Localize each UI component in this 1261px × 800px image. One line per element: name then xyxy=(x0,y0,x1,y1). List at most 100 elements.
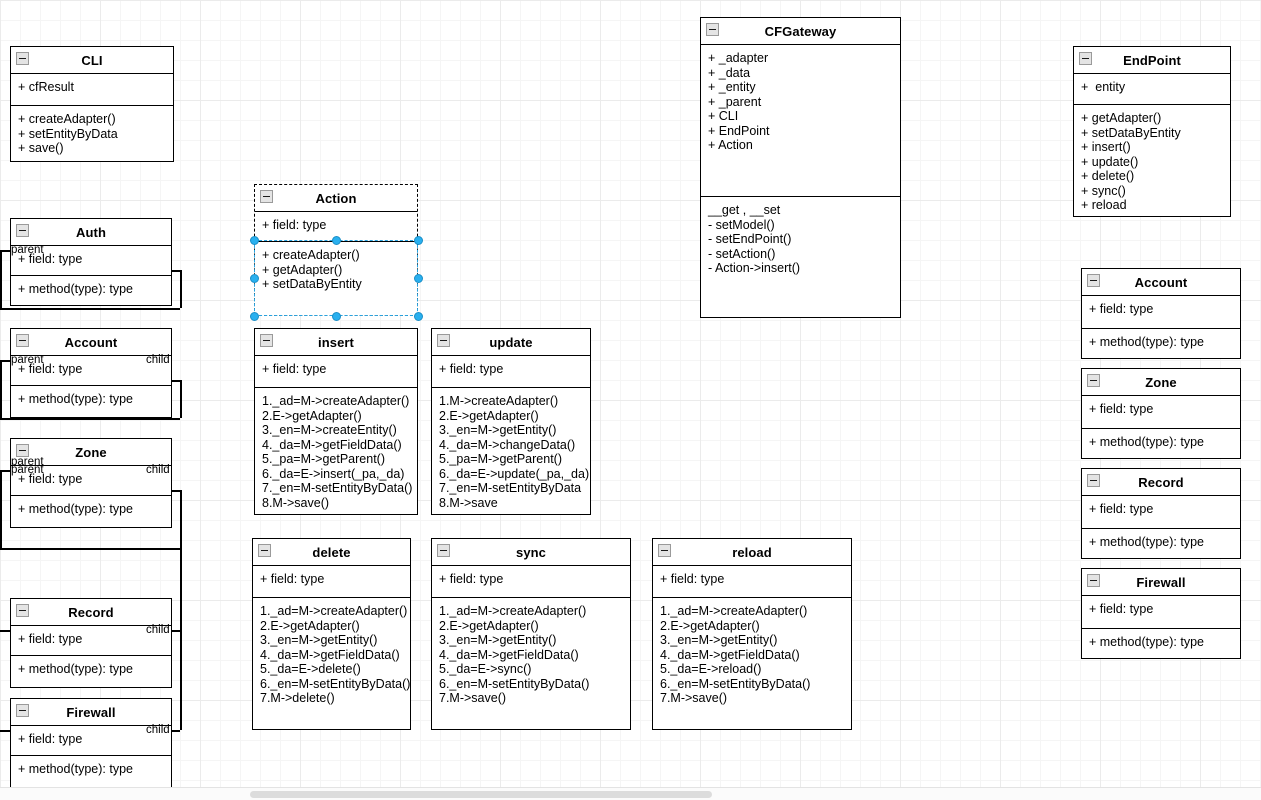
methods-compartment[interactable]: + createAdapter()+ getAdapter()+ setData… xyxy=(255,242,417,298)
collapse-icon[interactable] xyxy=(16,224,29,237)
attributes-compartment[interactable]: + field: type xyxy=(11,356,171,386)
attributes-compartment[interactable]: + cfResult xyxy=(11,74,173,106)
collapse-icon[interactable] xyxy=(706,23,719,36)
association-connector[interactable] xyxy=(180,630,182,730)
methods-compartment[interactable]: 1._ad=M->createAdapter()2.E->getAdapter(… xyxy=(653,598,851,712)
uml-class-auth[interactable]: Auth+ field: type+ method(type): type xyxy=(10,218,172,306)
attributes-compartment[interactable]: + field: type xyxy=(1082,296,1240,329)
attributes-compartment[interactable]: + field: type xyxy=(1082,596,1240,629)
methods-compartment[interactable]: __get , __set- setModel()- setEndPoint()… xyxy=(701,197,900,282)
method-line: 3._en=M->getEntity() xyxy=(439,423,557,437)
collapse-icon[interactable] xyxy=(437,544,450,557)
association-connector[interactable] xyxy=(180,380,182,418)
resize-handle[interactable] xyxy=(249,273,259,283)
attributes-compartment[interactable]: + _adapter+ _data+ _entity+ _parent+ CLI… xyxy=(701,45,900,197)
attributes-compartment[interactable]: + field: type xyxy=(255,356,417,388)
resize-handle[interactable] xyxy=(413,311,423,321)
collapse-icon[interactable] xyxy=(16,334,29,347)
collapse-icon[interactable] xyxy=(437,334,450,347)
attributes-compartment[interactable]: + field: type xyxy=(11,726,171,756)
collapse-icon[interactable] xyxy=(16,604,29,617)
uml-class-endpoint[interactable]: EndPoint+ entity+ getAdapter()+ setDataB… xyxy=(1073,46,1231,217)
attributes-compartment[interactable]: + field: type xyxy=(653,566,851,598)
collapse-icon[interactable] xyxy=(258,544,271,557)
attribute-line: + field: type xyxy=(1089,502,1154,516)
method-line: + method(type): type xyxy=(1089,335,1204,349)
attributes-compartment[interactable]: + field: type xyxy=(432,356,590,388)
methods-compartment[interactable]: + method(type): type xyxy=(11,656,171,683)
association-connector[interactable] xyxy=(180,490,182,548)
uml-class-record-right[interactable]: Record+ field: type+ method(type): type xyxy=(1081,468,1241,559)
resize-handle[interactable] xyxy=(249,311,259,321)
collapse-icon[interactable] xyxy=(16,52,29,65)
collapse-icon[interactable] xyxy=(16,444,29,457)
uml-class-cli[interactable]: CLI+ cfResult+ createAdapter()+ setEntit… xyxy=(10,46,174,162)
attribute-line: + entity xyxy=(1081,80,1126,94)
attribute-line: + Action xyxy=(708,138,753,152)
uml-class-zone-right[interactable]: Zone+ field: type+ method(type): type xyxy=(1081,368,1241,459)
uml-class-record-left[interactable]: Record+ field: type+ method(type): type xyxy=(10,598,172,688)
class-header: Record xyxy=(11,599,171,626)
collapse-icon[interactable] xyxy=(658,544,671,557)
attributes-compartment[interactable]: + field: type xyxy=(11,626,171,656)
association-connector[interactable] xyxy=(0,470,2,548)
uml-class-account-right[interactable]: Account+ field: type+ method(type): type xyxy=(1081,268,1241,359)
collapse-icon[interactable] xyxy=(260,190,273,203)
methods-compartment[interactable]: + method(type): type xyxy=(11,756,171,783)
association-connector[interactable] xyxy=(0,418,180,420)
methods-compartment[interactable]: + createAdapter()+ setEntityByData+ save… xyxy=(11,106,173,162)
resize-handle[interactable] xyxy=(331,235,341,245)
methods-compartment[interactable]: 1._ad=M->createAdapter()2.E->getAdapter(… xyxy=(432,598,630,712)
uml-class-action[interactable]: Action+ field: type+ createAdapter()+ ge… xyxy=(254,184,418,316)
horizontal-scrollbar-track[interactable] xyxy=(0,787,1261,800)
collapse-icon[interactable] xyxy=(1087,274,1100,287)
method-line: __get , __set xyxy=(708,203,781,217)
collapse-icon[interactable] xyxy=(1079,52,1092,65)
association-connector[interactable] xyxy=(180,270,182,308)
resize-handle[interactable] xyxy=(413,235,423,245)
association-connector[interactable] xyxy=(180,548,182,630)
methods-compartment[interactable]: + method(type): type xyxy=(1082,529,1240,556)
methods-compartment[interactable]: 1._ad=M->createAdapter()2.E->getAdapter(… xyxy=(253,598,410,712)
attributes-compartment[interactable]: + field: type xyxy=(1082,396,1240,429)
methods-compartment[interactable]: 1.M->createAdapter()2.E->getAdapter()3._… xyxy=(432,388,590,516)
methods-compartment[interactable]: + method(type): type xyxy=(1082,329,1240,356)
collapse-icon[interactable] xyxy=(260,334,273,347)
uml-class-firewall-left[interactable]: Firewall+ field: type+ method(type): typ… xyxy=(10,698,172,788)
methods-compartment[interactable]: + method(type): type xyxy=(1082,429,1240,456)
association-connector[interactable] xyxy=(0,360,2,418)
collapse-icon[interactable] xyxy=(1087,474,1100,487)
association-connector[interactable] xyxy=(0,250,2,308)
collapse-icon[interactable] xyxy=(1087,374,1100,387)
attributes-compartment[interactable]: + field: type xyxy=(1082,496,1240,529)
collapse-icon[interactable] xyxy=(16,704,29,717)
attributes-compartment[interactable]: + field: type xyxy=(11,466,171,496)
methods-compartment[interactable]: + method(type): type xyxy=(1082,629,1240,656)
methods-compartment[interactable]: + method(type): type xyxy=(11,276,171,303)
uml-class-zone-left[interactable]: Zone+ field: type+ method(type): type xyxy=(10,438,172,528)
resize-handle[interactable] xyxy=(249,235,259,245)
attributes-compartment[interactable]: + field: type xyxy=(253,566,410,598)
association-connector[interactable] xyxy=(0,308,180,310)
resize-handle[interactable] xyxy=(413,273,423,283)
methods-compartment[interactable]: + method(type): type xyxy=(11,386,171,413)
collapse-icon[interactable] xyxy=(1087,574,1100,587)
methods-compartment[interactable]: + method(type): type xyxy=(11,496,171,523)
association-connector[interactable] xyxy=(0,548,180,550)
uml-class-firewall-right[interactable]: Firewall+ field: type+ method(type): typ… xyxy=(1081,568,1241,659)
resize-handle[interactable] xyxy=(331,311,341,321)
uml-class-cfgateway[interactable]: CFGateway+ _adapter+ _data+ _entity+ _pa… xyxy=(700,17,901,318)
uml-class-account-left[interactable]: Account+ field: type+ method(type): type xyxy=(10,328,172,418)
attributes-compartment[interactable]: + field: type xyxy=(11,246,171,276)
attributes-compartment[interactable]: + field: type xyxy=(432,566,630,598)
attributes-compartment[interactable]: + entity xyxy=(1074,74,1230,105)
methods-compartment[interactable]: 1._ad=M->createAdapter()2.E->getAdapter(… xyxy=(255,388,417,516)
horizontal-scrollbar-thumb[interactable] xyxy=(250,791,712,798)
methods-compartment[interactable]: + getAdapter()+ setDataByEntity+ insert(… xyxy=(1074,105,1230,219)
